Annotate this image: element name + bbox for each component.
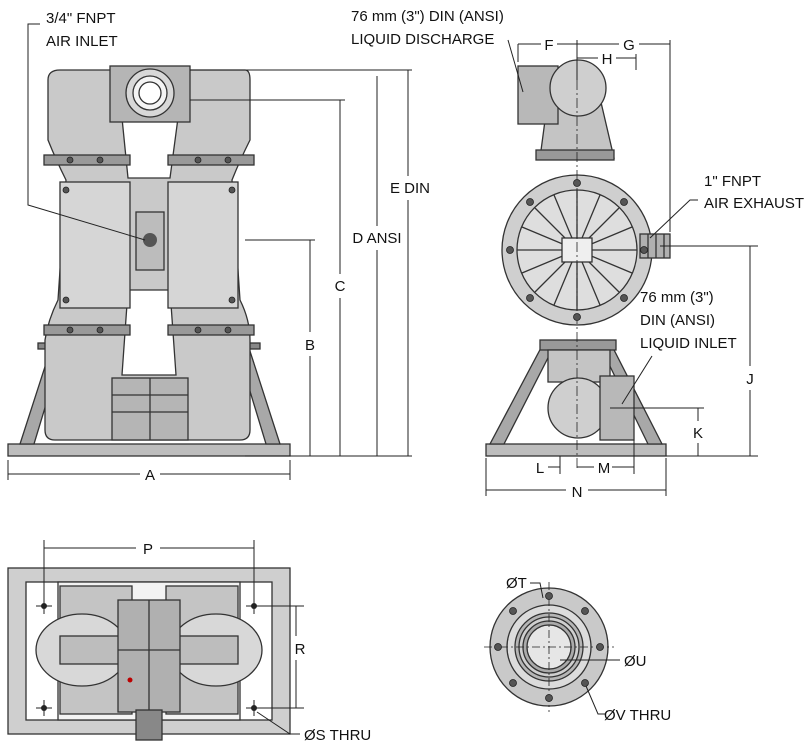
- dim-h-label: H: [602, 51, 613, 68]
- dim-b-label: B: [305, 337, 315, 354]
- air-inlet-label-line2: AIR INLET: [46, 33, 118, 50]
- exhaust-label-line2: AIR EXHAUST: [704, 195, 804, 212]
- dim-t-leader: [530, 582, 544, 599]
- bolt: [506, 246, 514, 254]
- bolt: [96, 326, 104, 334]
- front-lower-left-clamp: [43, 324, 131, 336]
- dim-v-label: ØV THRU: [604, 707, 671, 724]
- dim-s-label: ØS THRU: [304, 727, 371, 744]
- front-upper-right-clamp: [167, 154, 255, 166]
- dim-e-label: E DIN: [390, 180, 430, 197]
- bolt: [640, 246, 648, 254]
- mount-hole: [246, 700, 262, 716]
- bolt-hole: [494, 643, 502, 651]
- side-view: F G H 76 mm (3") DIN (ANSI) LIQUID DISCH…: [351, 8, 804, 501]
- dim-j-label: J: [746, 371, 754, 388]
- dim-c-label: C: [335, 278, 346, 295]
- bolt: [224, 156, 232, 164]
- front-bolts: [62, 156, 236, 334]
- dim-m-label: M: [598, 460, 611, 477]
- bolt: [526, 294, 534, 302]
- front-discharge-bore: [138, 81, 162, 105]
- bolt: [573, 313, 581, 321]
- mount-hole: [36, 700, 52, 716]
- bolt: [62, 186, 70, 194]
- dim-p-label: P: [143, 541, 153, 558]
- air-inlet-label-line1: 3/4" FNPT: [46, 10, 116, 27]
- bolt: [194, 326, 202, 334]
- bolt: [224, 326, 232, 334]
- dim-s-leader: [256, 711, 300, 735]
- top-view: P R ØS THRU: [7, 540, 371, 744]
- front-base-plate: [7, 443, 291, 457]
- bolt: [526, 198, 534, 206]
- exhaust-label-line1: 1" FNPT: [704, 173, 761, 190]
- bolt: [66, 156, 74, 164]
- discharge-label-line1: 76 mm (3") DIN (ANSI): [351, 8, 504, 25]
- dim-f-label: F: [544, 37, 553, 54]
- side-base-plate: [485, 443, 667, 457]
- dim-n-label: N: [572, 484, 583, 501]
- bolt: [66, 326, 74, 334]
- side-left-leg: [488, 345, 553, 445]
- dim-d-label: D ANSI: [352, 230, 401, 247]
- front-view: A B C D ANSI E DIN 3/4" FNPT AIR INLET: [7, 10, 430, 484]
- top-indicator-dot: [127, 677, 133, 683]
- bolt: [573, 179, 581, 187]
- discharge-leader: [507, 39, 524, 93]
- side-bolts: [506, 179, 648, 321]
- bolt-hole: [509, 607, 517, 615]
- front-upper-left-clamp: [43, 154, 131, 166]
- side-lower-clamp: [539, 339, 617, 351]
- bolt: [96, 156, 104, 164]
- front-lower-right-clamp: [167, 324, 255, 336]
- mount-hole: [36, 598, 52, 614]
- dim-v-leader: [585, 685, 606, 715]
- bolt-hole: [581, 607, 589, 615]
- top-exhaust-fitting: [135, 709, 163, 741]
- front-left-air-chamber: [59, 181, 131, 309]
- bolt-hole: [596, 643, 604, 651]
- discharge-label-line2: LIQUID DISCHARGE: [351, 31, 494, 48]
- flange-view: ØT ØU ØV THRU: [484, 575, 671, 724]
- bolt: [620, 198, 628, 206]
- bolt-hole: [545, 592, 553, 600]
- inlet-label-line3: LIQUID INLET: [640, 335, 737, 352]
- bolt: [194, 156, 202, 164]
- dim-r-label: R: [295, 641, 306, 658]
- inlet-label-line2: DIN (ANSI): [640, 312, 715, 329]
- front-lower-opening: [121, 289, 177, 376]
- side-discharge-elbow: [549, 59, 607, 117]
- front-right-air-chamber: [167, 181, 239, 309]
- dim-k-label: K: [693, 425, 703, 442]
- dim-t-label: ØT: [506, 575, 527, 592]
- inlet-leader: [621, 355, 653, 405]
- bolt: [228, 186, 236, 194]
- dim-u-label: ØU: [624, 653, 647, 670]
- dim-a-label: A: [145, 467, 155, 484]
- front-air-inlet-port: [143, 233, 157, 247]
- top-mount-holes: [36, 598, 262, 716]
- dim-l-label: L: [536, 460, 544, 477]
- flange-bolt-holes: [494, 592, 604, 702]
- bolt-hole: [581, 679, 589, 687]
- bolt: [62, 296, 70, 304]
- mount-hole: [246, 598, 262, 614]
- bolt-hole: [545, 694, 553, 702]
- bolt: [228, 296, 236, 304]
- side-inlet-elbow: [547, 377, 609, 439]
- bolt-hole: [509, 679, 517, 687]
- inlet-label-line1: 76 mm (3"): [640, 289, 714, 306]
- front-upper-opening: [121, 117, 179, 179]
- air-inlet-leader: [27, 23, 146, 241]
- bolt: [620, 294, 628, 302]
- side-upper-clamp: [535, 149, 615, 161]
- dim-g-label: G: [623, 37, 635, 54]
- exhaust-leader: [649, 199, 698, 239]
